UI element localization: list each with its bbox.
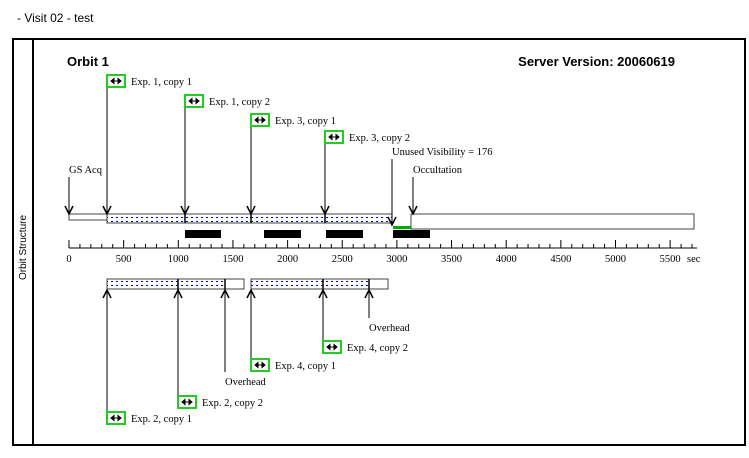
axis-tick-label: 4000 [496, 254, 517, 265]
exposure-bar [106, 213, 393, 224]
arrow-icon [254, 361, 266, 369]
axis-tick-label: 3500 [441, 254, 462, 265]
side-label: Orbit Structure [18, 215, 29, 280]
arrow-down-icon [408, 205, 418, 216]
occultation-bar [410, 213, 695, 230]
arrow-down-icon [387, 216, 397, 227]
arrow-icon [110, 414, 122, 422]
block-bar [264, 230, 301, 238]
axis-unit: sec [687, 254, 701, 265]
marker-label: Overhead [225, 377, 267, 388]
axis-tick-label: 0 [66, 254, 71, 265]
page-title: - Visit 02 - test [17, 11, 94, 25]
arrow-down-icon [180, 205, 190, 216]
marker-label: Exp. 2, copy 2 [202, 398, 263, 409]
orbit-title: Orbit 1 [67, 54, 109, 69]
block-bar [185, 230, 221, 238]
arrow-up-icon [102, 288, 112, 299]
marker-label: Exp. 4, copy 2 [347, 343, 408, 354]
arrow-down-icon [64, 205, 74, 216]
axis-tick-label: 500 [116, 254, 132, 265]
arrow-icon [254, 116, 266, 124]
axis-tick-label: 2000 [277, 254, 298, 265]
unused-visibility-bar [393, 226, 411, 229]
arrow-down-icon [320, 205, 330, 216]
arrow-icon [110, 77, 122, 85]
marker-label: Overhead [369, 323, 411, 334]
arrow-up-icon [173, 288, 183, 299]
axis-tick-label: 5000 [605, 254, 626, 265]
arrow-down-icon [246, 205, 256, 216]
arrow-up-icon [246, 288, 256, 299]
lower-exposure-1 [106, 278, 226, 290]
marker-label: Exp. 2, copy 1 [131, 414, 192, 425]
arrow-icon [181, 398, 193, 406]
marker-label: GS Acq [69, 165, 103, 176]
marker-label: Exp. 3, copy 1 [275, 116, 336, 127]
arrow-up-icon [318, 288, 328, 299]
gs-acq-bar [68, 213, 108, 221]
arrow-icon [326, 343, 338, 351]
axis-tick-label: 1500 [222, 254, 243, 265]
marker-label: Exp. 1, copy 1 [131, 77, 192, 88]
arrow-icon [188, 97, 200, 105]
marker-label: Exp. 3, copy 2 [349, 133, 410, 144]
block-bar [393, 230, 430, 238]
axis-tick-label: 5500 [660, 254, 681, 265]
axis-tick-label: 2500 [332, 254, 353, 265]
axis-tick-label: 4500 [550, 254, 571, 265]
arrow-icon [328, 133, 340, 141]
marker-label: Occultation [413, 165, 463, 176]
arrow-down-icon [102, 205, 112, 216]
frame [12, 38, 746, 446]
marker-label: Unused Visibility = 176 [392, 147, 492, 158]
arrow-up-icon [220, 288, 230, 299]
axis-tick-label: 1000 [168, 254, 189, 265]
arrow-up-icon [364, 288, 374, 299]
lower-exposure-2 [250, 278, 370, 290]
axis-tick-label: 3000 [386, 254, 407, 265]
marker-label: Exp. 1, copy 2 [209, 97, 270, 108]
block-bar [326, 230, 363, 238]
marker-label: Exp. 4, copy 1 [275, 361, 336, 372]
server-version: Server Version: 20060619 [518, 54, 675, 69]
